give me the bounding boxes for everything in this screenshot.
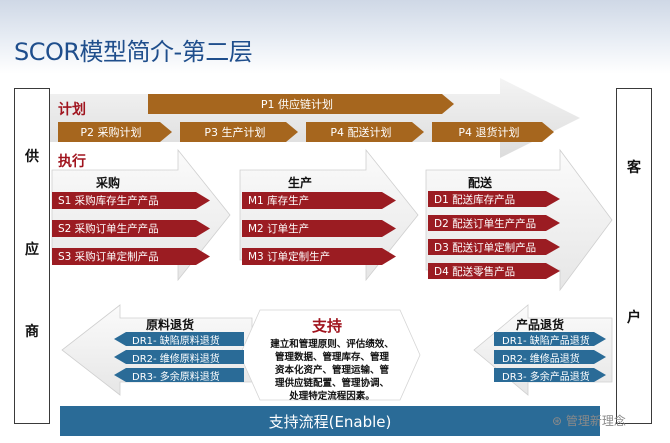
- source-s1-bar: S1 采购库存生产产品: [52, 192, 210, 209]
- make-m3-bar: M3 订单定制生产: [242, 248, 396, 265]
- execute-label: 执行: [58, 154, 86, 170]
- return-deliver-dr2-bar: DR2- 维修品退货: [494, 350, 606, 364]
- enable-bar: 支持流程(Enable): [60, 406, 600, 436]
- supplier-char: 应: [25, 242, 39, 258]
- make-m2-bar: M2 订单生产: [242, 220, 396, 237]
- return-source-label: 原料退货: [146, 318, 195, 332]
- support-line: 建立和管理原则、评估绩效、: [270, 339, 394, 350]
- support-line: 管理数据、管理库存、管理: [274, 352, 389, 363]
- customer-char: 户: [627, 310, 641, 326]
- return-source-dr1-bar: DR1- 缺陷原料退货: [114, 332, 244, 346]
- return-source-dr2-bar: DR2- 维修原料退货: [114, 350, 244, 364]
- return-deliver-dr1-bar: DR1- 缺陷产品退货: [494, 332, 606, 346]
- plan-p2-bar: P2 采购计划: [58, 122, 172, 142]
- source-label: 采购: [96, 176, 121, 190]
- plan-label: 计划: [58, 102, 86, 118]
- source-s2-bar: S2 采购订单生产产品: [52, 220, 210, 237]
- watermark-text: 管理新理念: [565, 414, 626, 428]
- return-deliver-label: 产品退货: [516, 318, 565, 332]
- plan-p3-bar: P3 生产计划: [180, 122, 298, 142]
- make-m1-bar: M1 库存生产: [242, 192, 396, 209]
- support-line: 资本化资产、管理运输、管: [274, 365, 389, 376]
- header-band: [0, 0, 670, 74]
- plan-p4-deliver-bar: P4 配送计划: [306, 122, 424, 142]
- source-s3-bar: S3 采购订单定制产品: [52, 248, 210, 265]
- make-label: 生产: [288, 176, 313, 190]
- plan-p1-bar: P1 供应链计划: [148, 94, 454, 114]
- wechat-icon: ⊛: [552, 414, 563, 428]
- page-title: SCOR模型简介-第二层: [14, 38, 253, 66]
- deliver-d4-bar: D4 配送零售产品: [428, 263, 560, 279]
- supplier-char: 商: [25, 324, 39, 340]
- support-title: 支持: [311, 317, 342, 335]
- supplier-char: 供: [25, 149, 39, 165]
- return-source-dr3-bar: DR3- 多余原料退货: [114, 368, 244, 382]
- supplier-box: 供 应 商: [14, 88, 50, 424]
- customer-box: 客 户: [616, 88, 652, 424]
- support-line: 理供应链配置、管理协调、: [274, 378, 389, 389]
- deliver-d2-bar: D2 配送订单生产产品: [428, 215, 560, 231]
- plan-big-arrow: [50, 78, 580, 158]
- wechat-watermark: ⊛ 管理新理念: [552, 412, 626, 429]
- support-description: 建立和管理原则、评估绩效、 管理数据、管理库存、管理 资本化资产、管理运输、管 …: [262, 338, 402, 403]
- support-line: 处理特定流程因素。: [289, 391, 375, 402]
- deliver-d1-bar: D1 配送库存产品: [428, 191, 560, 207]
- deliver-label: 配送: [468, 176, 493, 190]
- return-deliver-dr3-bar: DR3- 多余产品退货: [494, 368, 606, 382]
- deliver-d3-bar: D3 配送订单定制产品: [428, 239, 560, 255]
- plan-p4-return-bar: P4 退货计划: [432, 122, 554, 142]
- customer-char: 客: [627, 160, 641, 176]
